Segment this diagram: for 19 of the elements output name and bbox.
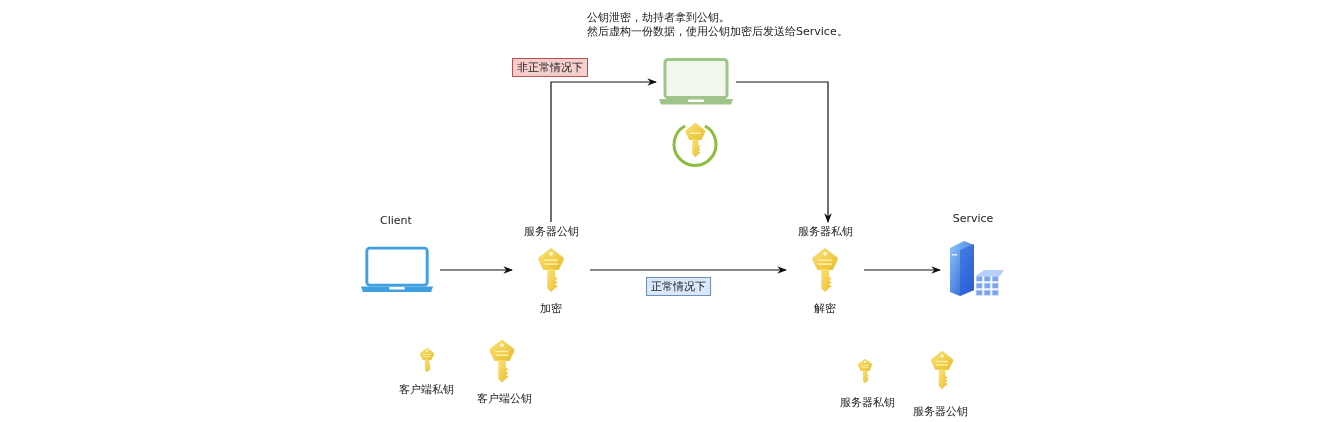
key-label: 客户端私钥 xyxy=(399,382,454,397)
arrow xyxy=(735,81,832,223)
arrow xyxy=(863,266,941,274)
node-title: Client xyxy=(379,214,413,227)
node-caption: 加密 xyxy=(539,301,563,316)
edge-label: 正常情况下 xyxy=(646,277,711,296)
note-text: 然后虚构一份数据，使用公钥加密后发送给Service。 xyxy=(587,24,848,39)
edge-label: 非正常情况下 xyxy=(512,58,588,77)
node-title: Service xyxy=(951,212,995,225)
arrow xyxy=(589,266,787,274)
key-label: 客户端公钥 xyxy=(477,391,532,406)
note-text: 公钥泄密，劫持者拿到公钥。 xyxy=(587,10,730,25)
node-caption: 解密 xyxy=(813,301,837,316)
arrow xyxy=(439,266,513,274)
node-title: 服务器公钥 xyxy=(522,224,580,239)
key-label: 服务器私钥 xyxy=(840,395,895,410)
key-label: 服务器公钥 xyxy=(913,404,968,419)
arrow xyxy=(550,78,657,223)
node-title: 服务器私钥 xyxy=(796,224,854,239)
